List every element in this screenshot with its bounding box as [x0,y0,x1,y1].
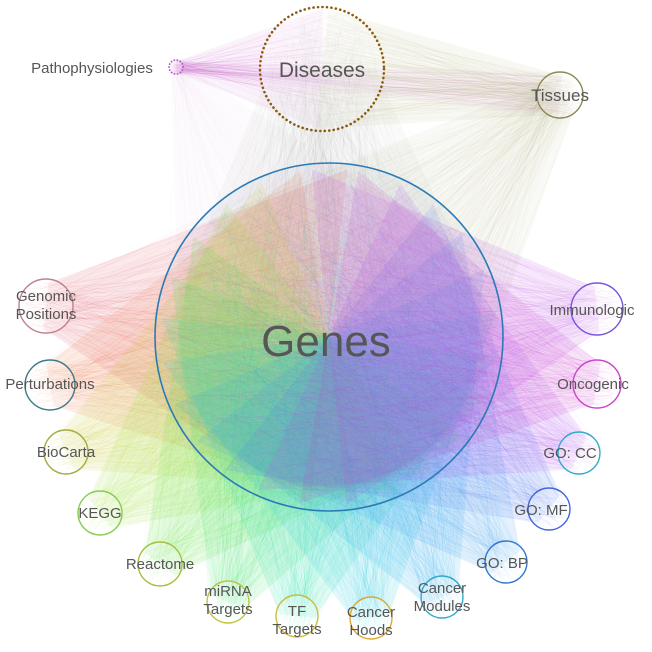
label-go_cc: GO: CC [543,445,597,462]
node-immunologic[interactable] [570,282,624,336]
node-cancer_modules[interactable] [420,575,464,619]
edge-bundle-biocarta-genes [45,174,498,496]
node-diseases[interactable] [258,5,386,133]
edge-bundle-go_mf-genes [163,177,569,528]
label-biocarta: BioCarta [37,444,96,461]
label-diseases: Diseases [279,59,365,82]
label-kegg: KEGG [78,505,121,522]
node-genes[interactable] [154,162,504,512]
label-genes: Genes [261,317,391,366]
edge-bundle-mirna_targets-genes [162,172,489,622]
edge-bundle-oncogenic-genes [160,170,620,504]
label-go_mf: GO: MF [514,502,567,519]
label-go_bp: GO: BP [476,555,528,572]
node-tf_targets[interactable] [275,594,319,638]
node-perturbations[interactable] [24,359,76,411]
node-biocarta[interactable] [43,429,89,475]
edge-bundle-pathophysiologies-tissues [170,60,581,118]
genes-fill [155,163,503,511]
edge-bundle-tissues-genes [170,73,581,497]
node-genomic_positions[interactable] [18,278,74,334]
node-pathophysiologies[interactable] [168,59,184,75]
edge-bundle-kegg-genes [80,176,494,534]
node-cancer_hoods[interactable] [349,596,393,640]
node-go_cc[interactable] [557,431,601,475]
edge-bundle-diseases-genes [160,12,498,506]
edge-bundle-immunologic-genes [167,169,622,505]
edge-bundle-cancer_modules-genes [170,172,491,617]
node-oncogenic[interactable] [572,359,622,409]
label-perturbations: Perturbations [5,376,94,393]
node-go_bp[interactable] [484,540,528,584]
node-reactome[interactable] [137,541,183,587]
node-go_mf[interactable] [527,487,571,531]
label-tissues: Tissues [531,86,589,105]
label-pathophysiologies: Pathophysiologies [31,60,153,77]
edge-bundle-tf_targets-genes [161,179,497,634]
label-immunologic: Immunologic [549,302,635,319]
node-kegg[interactable] [77,490,123,536]
label-oncogenic: Oncogenic [557,376,629,393]
node-mirna_targets[interactable] [206,580,250,624]
label-reactome: Reactome [126,556,194,573]
edge-bundle-genomic_positions-genes [20,169,478,505]
edge-bundle-go_bp-genes [165,172,525,582]
node-tissues[interactable] [536,71,584,119]
edge-bundle-pathophysiologies-genes [163,61,487,495]
edge-bundle-reactome-genes [140,175,478,583]
edge-bundle-go_cc-genes [169,173,599,491]
edge-bundle-perturbations-genes [26,170,493,504]
edge-bundle-pathophysiologies-diseases [169,8,375,130]
